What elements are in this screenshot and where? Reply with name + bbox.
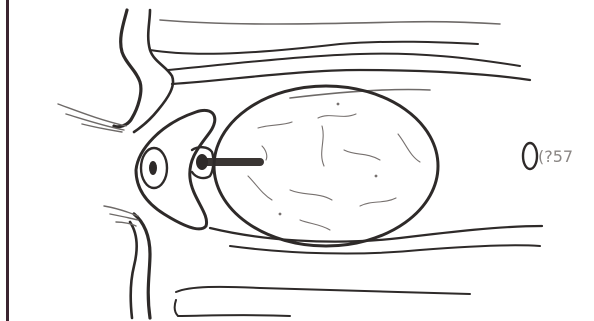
upper-flow-line-3: [168, 54, 520, 70]
pupil-dot: [149, 161, 157, 175]
upper-flow-line-4: [172, 70, 530, 84]
right-small-ring: [523, 143, 537, 169]
lower-hair-strand-3: [116, 222, 136, 226]
upper-flow-line-1: [150, 42, 478, 54]
lower-inner-contour: [130, 222, 137, 318]
lower-hair-strand-1: [104, 206, 138, 216]
oval-speck-3: [279, 213, 282, 216]
oval-speck-1: [337, 103, 340, 106]
lower-outer-contour: [134, 214, 150, 318]
oval-vein-1: [258, 122, 292, 128]
lower-flow-line-2: [230, 245, 540, 253]
lower-flow-line-1: [210, 226, 542, 242]
lower-flow-line-3: [176, 287, 470, 294]
oval-vein-5: [290, 190, 332, 200]
oval-vein-10: [262, 146, 267, 160]
upper-flow-line-2: [160, 20, 500, 24]
lower-flow-line-4: [175, 300, 290, 316]
oval-vein-4: [344, 150, 380, 160]
oval-vein-7: [248, 176, 272, 200]
oval-vein-2: [318, 114, 356, 118]
probe-head: [196, 154, 208, 170]
oval-vein-9: [300, 220, 330, 230]
oval-vein-3: [322, 126, 324, 166]
oval-vein-6: [360, 198, 396, 206]
upper-inner-contour: [134, 10, 173, 132]
right-faint-label: (?57: [538, 147, 573, 166]
oval-vein-8: [398, 134, 420, 162]
oval-speck-2: [375, 175, 378, 178]
upper-outer-contour: [114, 10, 141, 127]
